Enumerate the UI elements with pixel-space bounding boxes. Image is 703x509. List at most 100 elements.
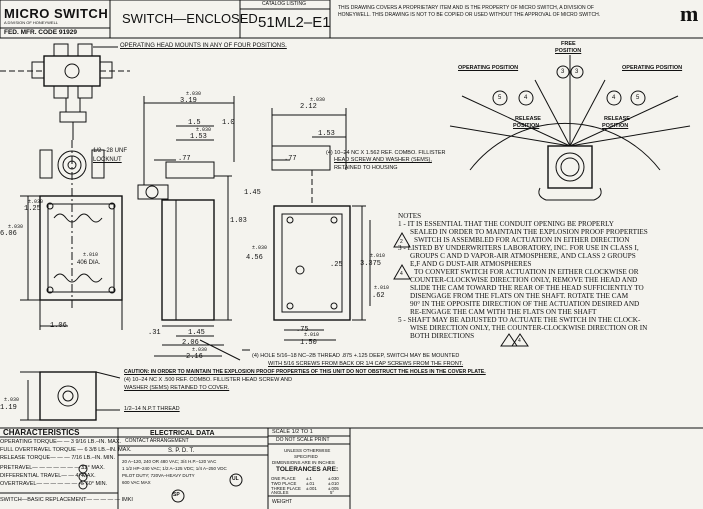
caution-note: CAUTION: IN ORDER TO MAINTAIN THE EXPLOS… xyxy=(124,369,486,375)
notes-heading: NOTES xyxy=(398,212,422,220)
tol-angles-val: 5° xyxy=(330,490,335,495)
contact-arrangement-value: S. P. D. T. xyxy=(168,448,195,454)
char-release-torque: RELEASE TORQUE— — — 7/16 LB.–IN. MIN. xyxy=(0,455,116,461)
dim-1-0: 1.0 xyxy=(222,119,235,127)
note-ref-4-left: 4 xyxy=(524,95,528,101)
dim-1-19-tol: ±.030 xyxy=(4,397,20,403)
note-ref-5-left: 5 xyxy=(498,95,502,101)
dim-3-375: 3.375 xyxy=(360,260,382,268)
tol-two-place-val: ±.01 xyxy=(306,481,315,486)
char-note-ref-4: 4 xyxy=(81,473,84,479)
tol-one-place-val2: ±.030 xyxy=(328,476,339,481)
tol-two-place-val2: ±.010 xyxy=(328,481,339,486)
dim-1-53-tol: ±.030 xyxy=(196,127,212,133)
callout-fillister-line-3: RETAINED TO HOUSING xyxy=(334,165,398,171)
dim-1-45: 1.45 xyxy=(244,189,261,197)
tol-angles: ANGLES xyxy=(271,490,289,495)
operating-position-right: OPERATING POSITION xyxy=(622,65,683,71)
tol-three-place: THREE PLACE xyxy=(271,486,301,491)
document-title: SWITCH—ENCLOSED xyxy=(122,11,258,26)
note-3-line-3: E,F AND G DUST-AIR ATMOSPHERES xyxy=(410,260,532,268)
dim-2-16: 2.16 xyxy=(186,353,203,361)
brand-subtitle: A DIVISION OF HONEYWELL xyxy=(4,20,59,25)
note-ref-5-right: 5 xyxy=(636,95,640,101)
catalog-listing-label: CATALOG LISTING xyxy=(262,1,306,7)
do-not-scale-label: DO NOT SCALE PRINT xyxy=(276,437,330,443)
tolerance-specified: SPECIFIED xyxy=(294,454,318,459)
dim-1-45-bottom: 1.45 xyxy=(188,329,205,337)
callout-dia: 406 DIA. xyxy=(77,260,101,266)
rating-line-3: PILOT DUTY; 720VA–HEAVY DUTY xyxy=(122,473,195,478)
dim-77: .77 xyxy=(178,155,191,163)
char-differential-travel: DIFFERENTIAL TRAVEL— — 4° MAX. xyxy=(0,473,96,479)
callout-hole-line-2: WITH 5/16 SCREWS FROM BACK OR 1/4 CAP SC… xyxy=(268,361,464,367)
release-position-left-2: POSITION xyxy=(513,123,540,129)
dim-2-12-tol: ±.030 xyxy=(310,97,326,103)
proprietary-notice-line-2: HONEYWELL. THIS DRAWING IS NOT TO BE COP… xyxy=(338,12,601,18)
callout-fillister-line-2: HEAD SCREW AND WASHER (SEMS), xyxy=(334,157,432,163)
dim-77-right: .77 xyxy=(284,155,297,163)
dim-2-16-tol: ±.030 xyxy=(192,347,208,353)
note-1-line-1: 1 - IT IS ESSENTIAL THAT THE CONDUIT OPE… xyxy=(398,220,614,228)
note-5-line-2: WISE DIRECTION ONLY, THE COUNTER-CLOCKWI… xyxy=(410,324,648,332)
note-4-line-4: DISENGAGE FROM THE FLATS ON THE SHAFT. R… xyxy=(410,292,629,300)
dim-25-radius: .25 xyxy=(330,261,343,269)
callout-locknut-size: 1/2 –28 UNF xyxy=(93,148,128,154)
tol-one-place: ONE PLACE xyxy=(271,476,296,481)
dim-4-56-tol: ±.030 xyxy=(252,245,268,251)
notes-block: NOTES 1 - IT IS ESSENTIAL THAT THE CONDU… xyxy=(398,212,648,340)
rating-line-1: 20 A–120, 240 OR 480 VAC; 3/4 H.P.–120 V… xyxy=(122,459,217,464)
fed-mfr-code: FED. MFR. CODE 91929 xyxy=(4,29,77,36)
catalog-number: 51ML2–E1 xyxy=(258,14,331,31)
note-ref-3-right: 3 xyxy=(575,69,579,75)
dim-1-53: 1.53 xyxy=(190,133,207,141)
dim-1-50-tol: ±.010 xyxy=(304,332,320,338)
dim-1-19: 1.19 xyxy=(0,404,17,412)
tolerances-heading: TOLERANCES ARE: xyxy=(276,466,339,473)
dim-75: .75 xyxy=(296,326,309,334)
characteristics-heading: CHARACTERISTICS xyxy=(3,428,80,437)
dim-1-53-right: 1.53 xyxy=(318,130,335,138)
note-ref-3-left: 3 xyxy=(561,69,565,75)
note-4-line-2: COUNTER-CLOCKWISE DIRECTION ONLY, REMOVE… xyxy=(410,276,638,284)
char-note-ref-5: 5 xyxy=(81,481,84,487)
contact-arrangement-label: CONTACT ARRANGEMENT xyxy=(125,438,189,444)
proprietary-notice-line-1: THIS DRAWING COVERS A PROPRIETARY ITEM A… xyxy=(338,5,594,11)
note-4-line-3: SLIDE THE CAM TOWARD THE REAR OF THE HEA… xyxy=(410,284,644,292)
note-triangle-4: 4 xyxy=(400,271,403,277)
note-triangle-4-ref: 4 xyxy=(518,338,521,344)
dim-1-5: 1.5 xyxy=(188,119,201,127)
electrical-data-heading: ELECTRICAL DATA xyxy=(150,430,215,437)
csa-mark-icon: SP xyxy=(173,492,180,498)
callout-fillister-line-1: (4) 10–24 NC X 1.562 REF. COMBO. FILLIST… xyxy=(326,150,446,156)
dim-6-06: 6.06 xyxy=(0,230,17,238)
release-position-right: RELEASE xyxy=(604,116,630,122)
note-5-line-1: 5 - SHAFT MAY BE ADJUSTED TO ACTUATE THE… xyxy=(398,316,641,324)
callout-hole-line-1: (4) HOLE 5/16–18 NC–2B THREAD .875 +.125… xyxy=(252,353,460,359)
dim-3-375-tol: ±.010 xyxy=(370,253,386,259)
note-4-line-5: 90° IN THE OPPOSITE DIRECTION OF THE ACT… xyxy=(410,300,640,308)
dim-31: .31 xyxy=(148,329,161,337)
rating-line-2: 1 1/2 HP–240 VAC; 1/2 A–125 VDC; 1/4 A–2… xyxy=(122,466,227,471)
tol-two-place: TWO PLACE xyxy=(271,481,297,486)
dim-62: .62 xyxy=(372,292,385,300)
tol-one-place-val: ±.1 xyxy=(306,476,312,481)
dim-1-06: 1.06 xyxy=(50,322,67,330)
dim-4-56: 4.56 xyxy=(246,254,263,262)
note-1-line-2: SEALED IN ORDER TO MAINTAIN THE EXPLOSIO… xyxy=(410,228,648,236)
callout-cover-screw-line-1: (4) 10–24 NC X .500 REF. COMBO. FILLISTE… xyxy=(124,377,293,383)
note-2: SWITCH IS ASSEMBLED FOR ACTUATION IN EIT… xyxy=(414,236,630,244)
callout-npt-thread: 1/2–14 N.P.T THREAD xyxy=(124,406,180,412)
char-pretravel: PRETRAVEL— — — — — — — 12° MAX. xyxy=(0,465,105,471)
dim-1-25: 1.25 xyxy=(24,205,41,213)
dim-6-06-tol: ±.030 xyxy=(8,224,24,230)
note-5-line-3: BOTH DIRECTIONS xyxy=(410,332,475,340)
dim-2-06: 2.06 xyxy=(182,339,199,347)
ul-mark-icon: UL xyxy=(232,476,239,482)
micro-switch-logo-icon: m xyxy=(680,1,699,26)
weight-label: WEIGHT xyxy=(272,499,292,505)
free-position-label: FREE xyxy=(561,41,576,47)
brand-logo-text: MICRO SWITCH xyxy=(4,6,109,21)
note-4-line-6: RE-ENGAGE THE CAM WITH THE FLATS ON THE … xyxy=(410,308,597,316)
